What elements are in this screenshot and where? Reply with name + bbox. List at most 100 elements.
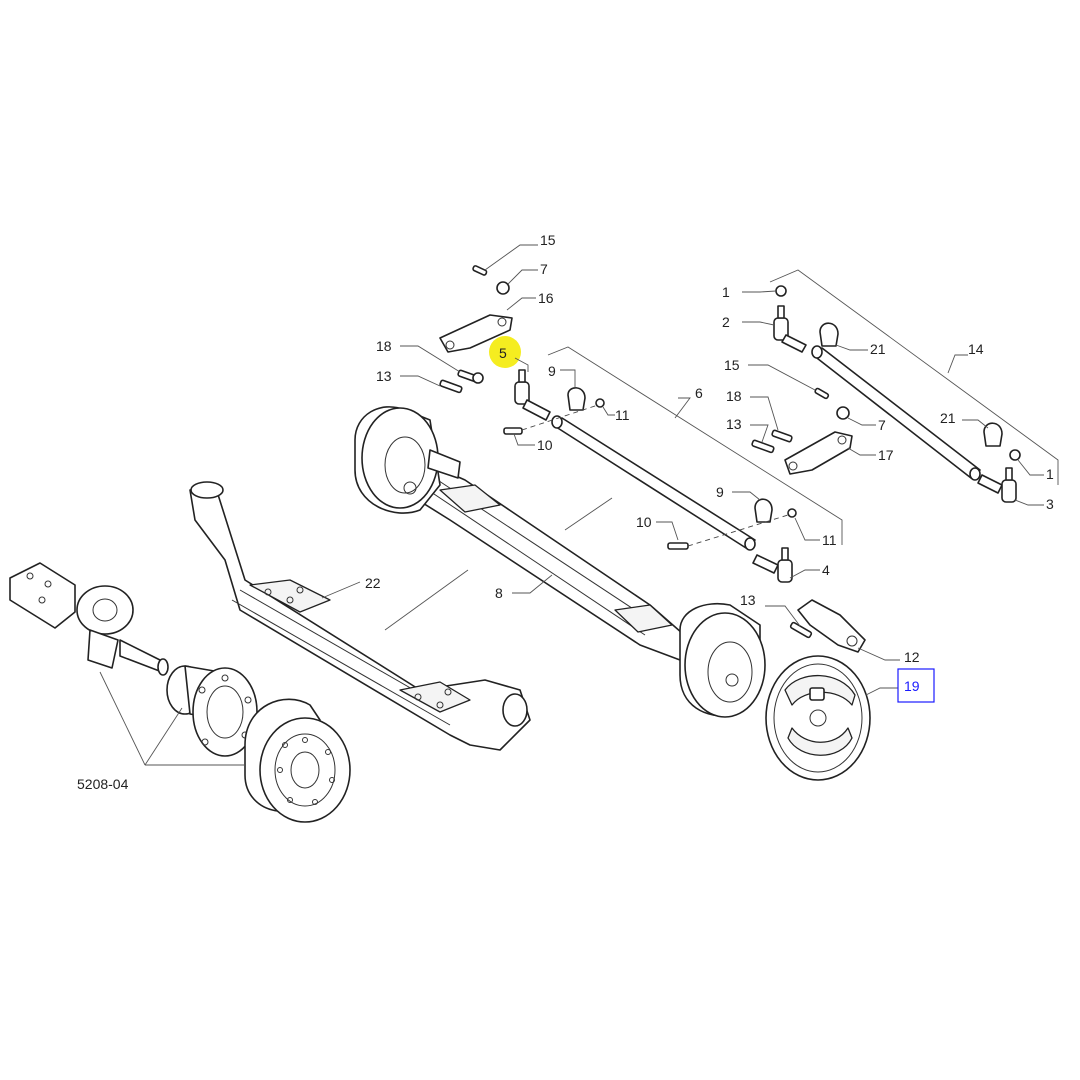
callout-8: 8 xyxy=(495,585,503,601)
washer-18a xyxy=(472,372,484,384)
wheel-hub xyxy=(166,665,258,757)
bracket-6 xyxy=(547,346,843,545)
nut-1b xyxy=(1009,449,1021,461)
callout-7a: 7 xyxy=(540,261,548,277)
callout-9b: 9 xyxy=(716,484,724,500)
clamp-21b xyxy=(983,422,1003,447)
leader-22 xyxy=(321,581,361,599)
ball-joint-5 xyxy=(514,369,551,421)
steering-arm-17 xyxy=(784,406,853,475)
callout-1a: 1 xyxy=(722,284,730,300)
leader-7a xyxy=(507,269,538,285)
leader-18b xyxy=(750,396,779,431)
callout-1b: 1 xyxy=(1046,466,1054,482)
leader-21b xyxy=(962,419,989,429)
axle-beam xyxy=(189,481,531,751)
leader-8 xyxy=(512,574,553,594)
bolt-13c xyxy=(789,621,813,639)
leader-ref-2 xyxy=(144,707,183,766)
bolt-18b xyxy=(771,429,793,443)
ball-joint-3 xyxy=(977,467,1017,503)
callout-13b: 13 xyxy=(726,416,742,432)
leader-13a xyxy=(400,375,441,387)
leader-ref-1 xyxy=(99,671,146,766)
leader-3 xyxy=(1014,499,1044,506)
callout-21b: 21 xyxy=(940,410,956,426)
callout-3: 3 xyxy=(1046,496,1054,512)
tie-rod-14 xyxy=(811,345,981,481)
callout-22: 22 xyxy=(365,575,381,591)
callout-11a: 11 xyxy=(615,407,630,423)
ref-label: 5208-04 xyxy=(77,776,129,792)
link-box-19[interactable] xyxy=(897,668,935,703)
leader-19 xyxy=(865,687,898,696)
callout-4: 4 xyxy=(822,562,830,578)
leader-15b xyxy=(748,364,816,391)
leader-4 xyxy=(789,569,820,579)
callout-18b: 18 xyxy=(726,388,742,404)
callout-7b: 7 xyxy=(878,417,886,433)
leader-18a xyxy=(400,345,461,373)
leader-11b xyxy=(794,517,820,541)
leader-10b xyxy=(656,521,679,541)
leader-21a xyxy=(835,344,868,351)
leader-12 xyxy=(857,647,900,661)
callout-17: 17 xyxy=(878,447,894,463)
callout-6: 6 xyxy=(695,385,703,401)
leader-11a xyxy=(602,406,615,416)
ball-joint-2 xyxy=(773,305,807,353)
leader-14 xyxy=(947,354,968,374)
leader-9a xyxy=(560,369,576,388)
callout-11b: 11 xyxy=(822,532,837,548)
callout-16: 16 xyxy=(538,290,554,306)
bolt-15b xyxy=(814,387,830,400)
callout-13c: 13 xyxy=(740,592,756,608)
bracket-14 xyxy=(769,269,1059,485)
axis-22 xyxy=(384,569,469,631)
leader-17 xyxy=(847,447,876,456)
clamp-9-upper xyxy=(503,387,605,435)
callout-13a: 13 xyxy=(376,368,392,384)
axis-8 xyxy=(564,497,613,531)
tie-rod-6 xyxy=(551,415,756,551)
leader-13b xyxy=(750,424,769,443)
callout-19[interactable]: 19 xyxy=(904,678,920,694)
leader-2 xyxy=(742,321,775,326)
callout-21a: 21 xyxy=(870,341,886,357)
arm-12 xyxy=(797,599,866,653)
leader-15a xyxy=(484,244,538,271)
leader-5 xyxy=(514,357,529,372)
leader-16 xyxy=(506,297,536,311)
bolt-13b xyxy=(751,439,775,454)
nut-1a xyxy=(775,285,787,297)
callout-14: 14 xyxy=(968,341,984,357)
callout-15b: 15 xyxy=(724,357,740,373)
callout-12: 12 xyxy=(904,649,920,665)
steering-knuckle xyxy=(9,562,169,676)
leader-7b xyxy=(847,417,876,426)
leader-9b xyxy=(732,491,761,501)
leader-6 xyxy=(674,397,691,419)
callout-15a: 15 xyxy=(540,232,556,248)
leader-1b xyxy=(1017,459,1044,476)
callout-18a: 18 xyxy=(376,338,392,354)
dash-upper xyxy=(521,404,599,431)
callout-9a: 9 xyxy=(548,363,556,379)
brake-drum-left xyxy=(244,698,351,823)
leader-1a xyxy=(742,290,777,293)
leader-13c xyxy=(765,605,801,627)
assembled-axle xyxy=(354,406,766,718)
clamp-21a xyxy=(819,322,839,347)
steering-arm-16 xyxy=(439,265,513,353)
callout-2: 2 xyxy=(722,314,730,330)
callout-10a: 10 xyxy=(537,437,553,453)
callout-10b: 10 xyxy=(636,514,652,530)
leader-10a xyxy=(513,433,535,446)
highlight-5 xyxy=(489,336,521,368)
brake-assembly-19 xyxy=(765,655,871,781)
bolt-13a xyxy=(439,379,463,394)
callout-5: 5 xyxy=(499,345,507,361)
ball-joint-4 xyxy=(752,547,793,583)
